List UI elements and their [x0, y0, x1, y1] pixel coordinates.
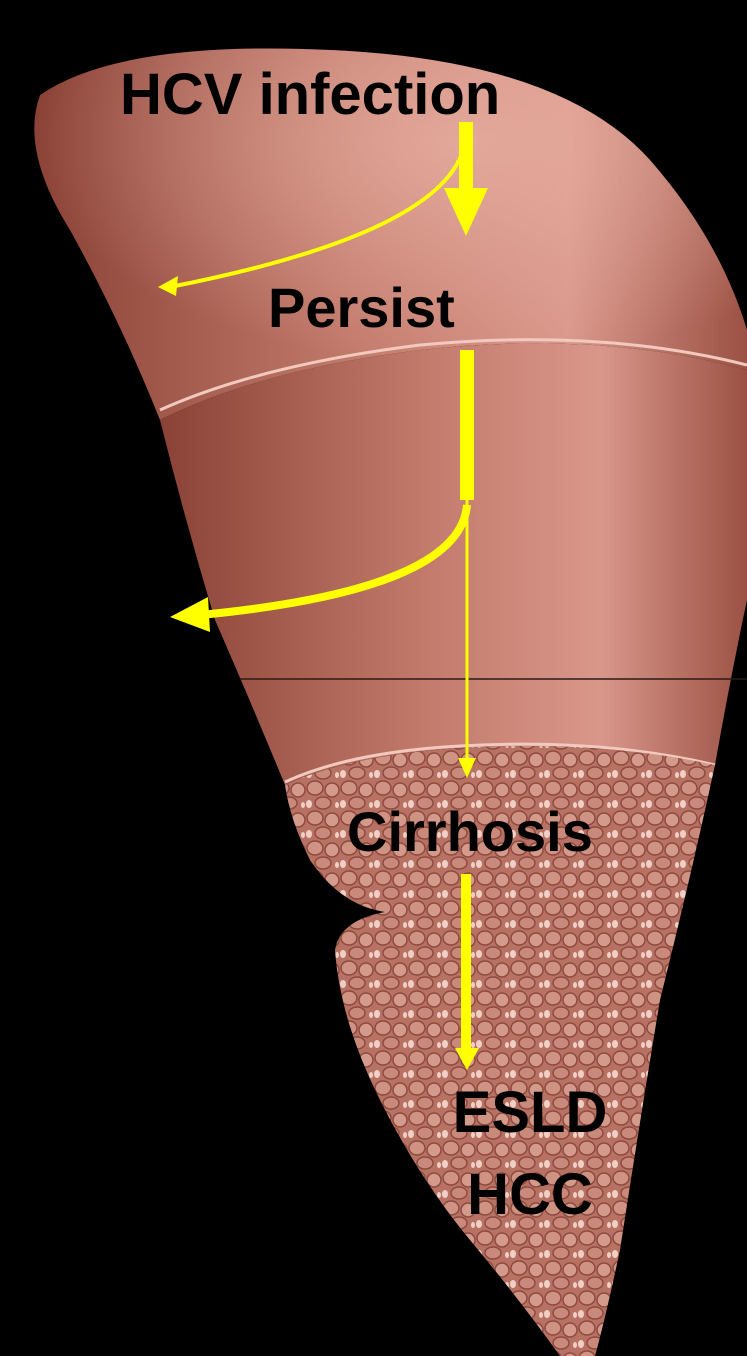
arrow-persist-shaft — [460, 350, 474, 500]
stage-label-hcc: HCC — [440, 1166, 620, 1224]
stage-label-persist: Persist — [268, 280, 455, 336]
liver-middle-section — [160, 343, 747, 785]
stage-label-esld: ESLD — [440, 1084, 620, 1142]
arrow-cirrhosis-to-end-shaft — [461, 874, 471, 1052]
arrow-persist-branch-head — [170, 597, 210, 632]
stage-label-hcv-infection: HCV infection — [120, 66, 500, 124]
stage-label-cirrhosis: Cirrhosis — [347, 804, 593, 860]
stage-label-end: ESLD HCC — [440, 1084, 620, 1224]
